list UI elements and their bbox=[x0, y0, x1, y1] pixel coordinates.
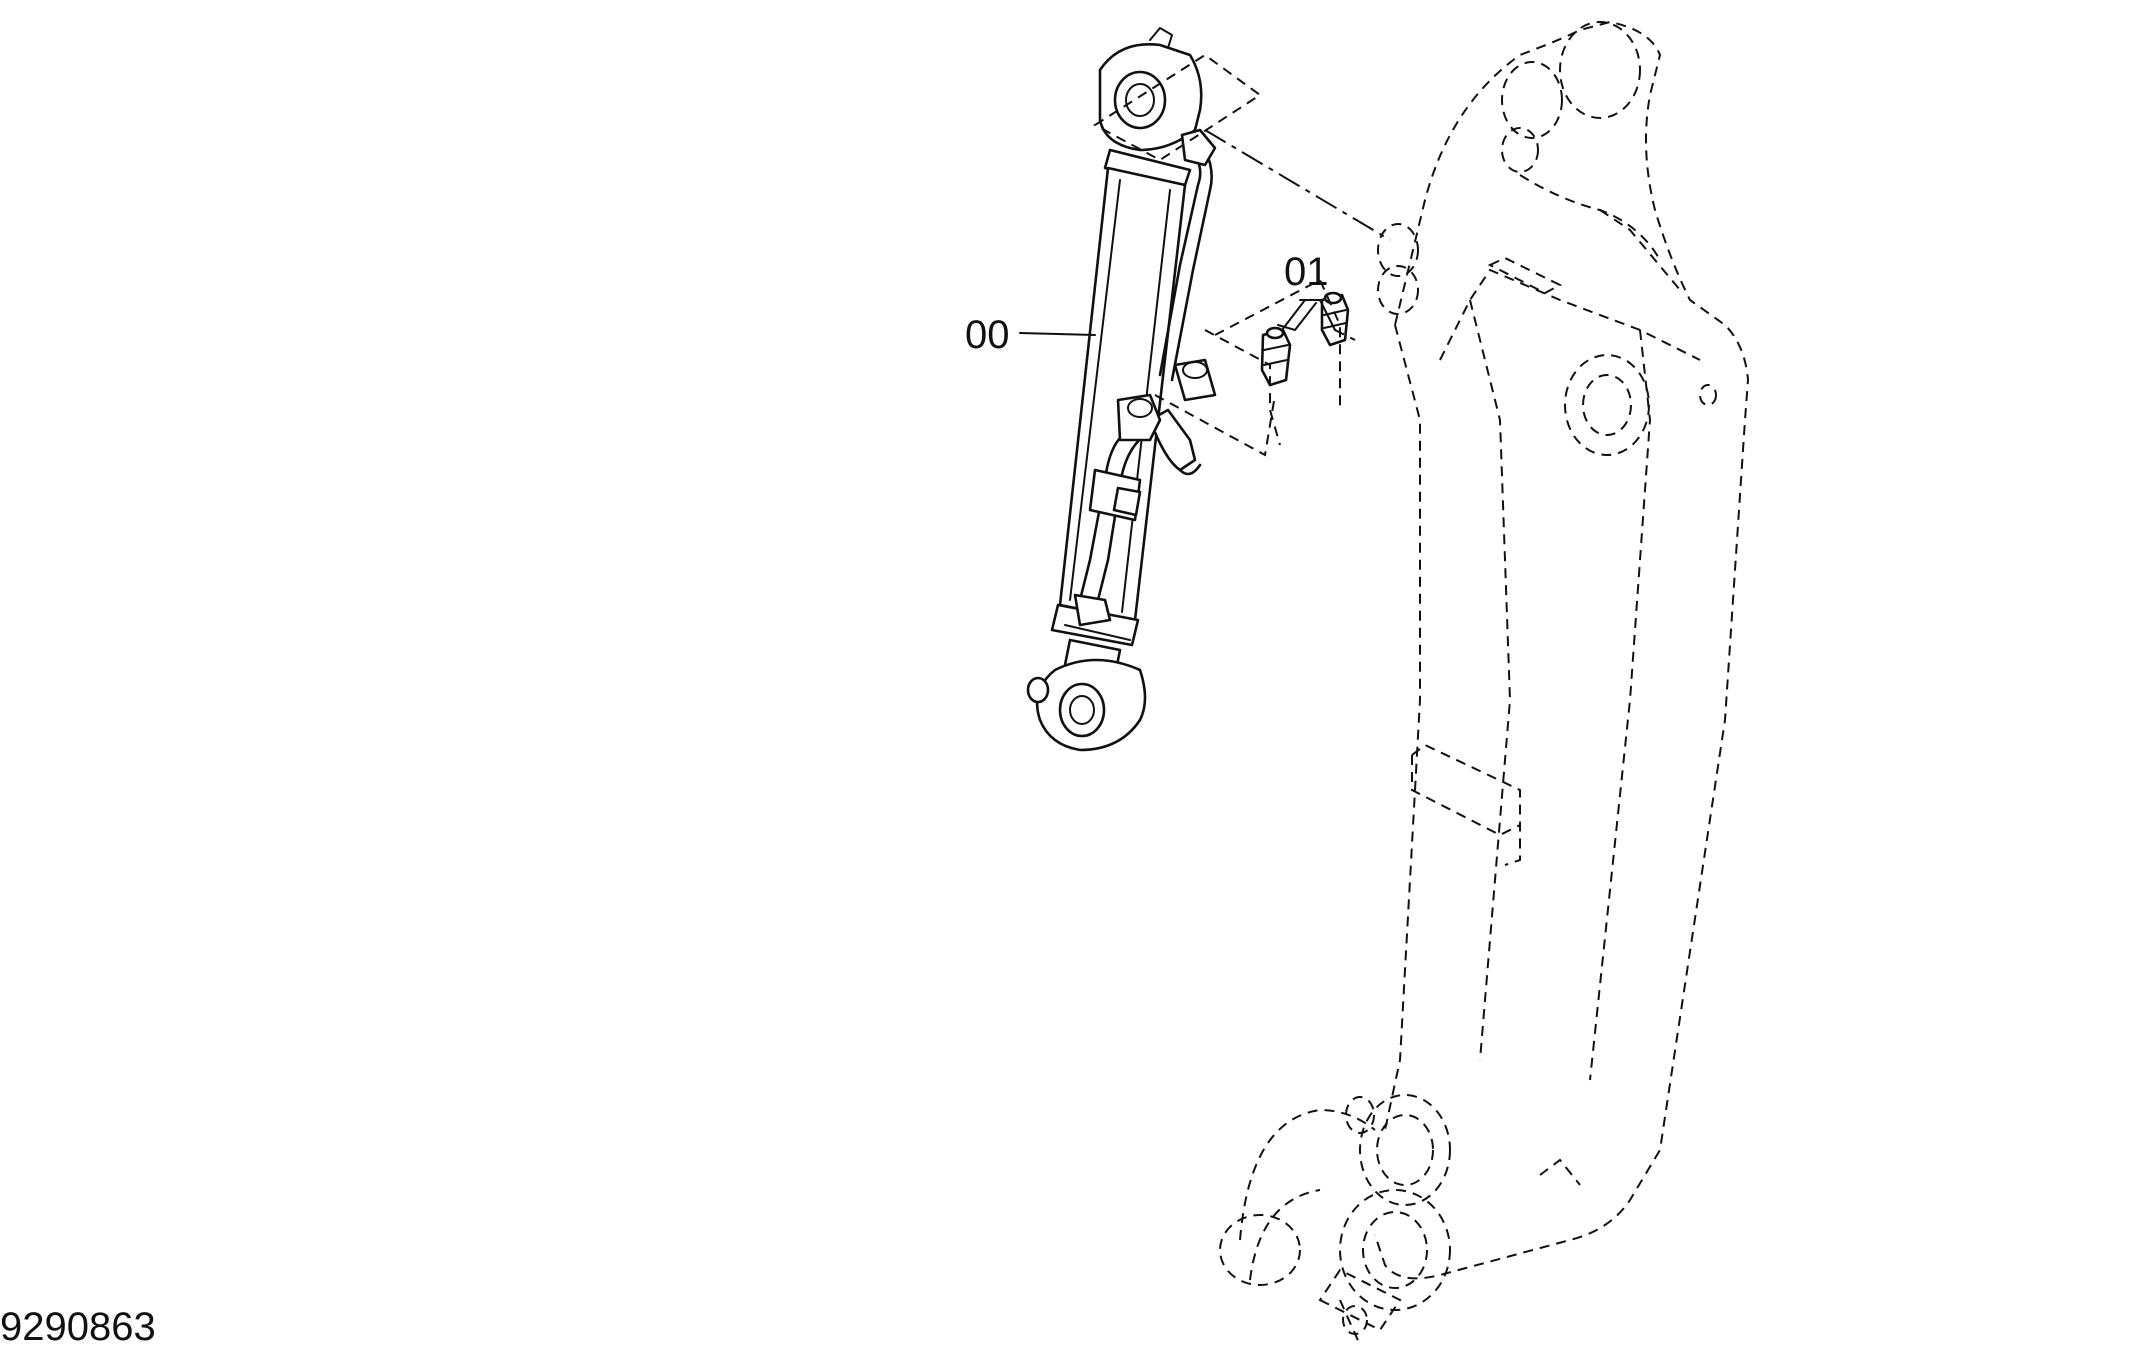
callout-label-01: 01 bbox=[1284, 250, 1329, 294]
grease-fittings-01 bbox=[1154, 278, 1356, 457]
callout-00: 00 bbox=[965, 313, 1096, 357]
document-id: 9290863 bbox=[0, 1305, 156, 1345]
arm-cylinder-00 bbox=[1026, 27, 1262, 752]
assembly-line bbox=[1204, 129, 1391, 241]
excavator-arm bbox=[1219, 20, 1750, 1345]
callout-label-00: 00 bbox=[965, 313, 1010, 357]
callout-01: 01 bbox=[1281, 250, 1336, 331]
